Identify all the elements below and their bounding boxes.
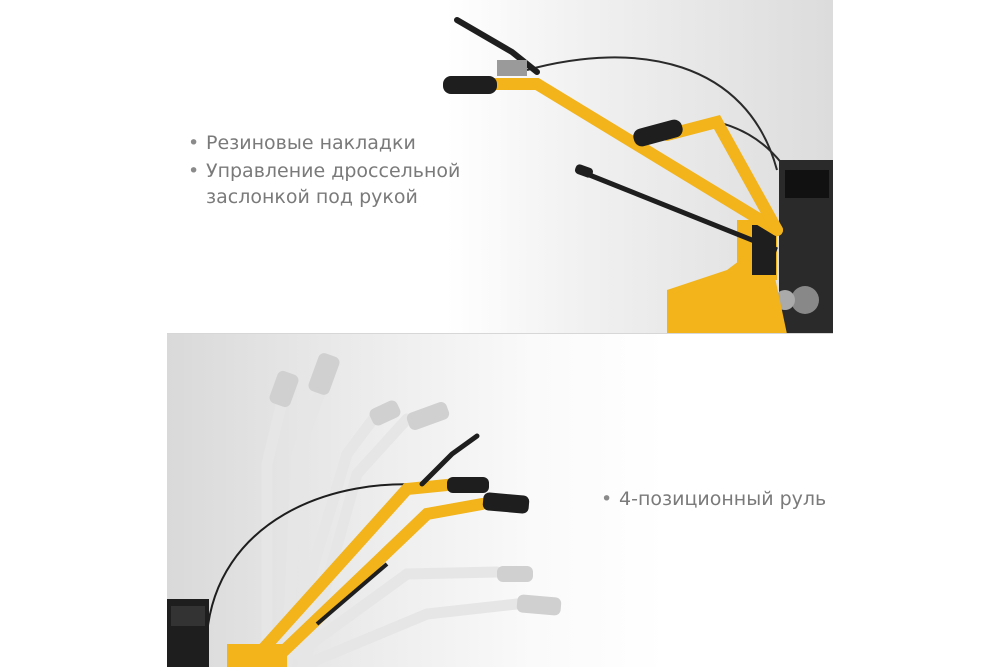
throttle-lever: [454, 17, 540, 76]
engine-block: [775, 160, 833, 334]
upper-grip: [443, 76, 497, 94]
top-feature-list: Резиновые накладки Управление дроссельно…: [188, 130, 488, 212]
lower-grip: [482, 492, 530, 514]
adjustable-handle-positions-illustration: [167, 353, 562, 667]
bottom-feature-list: 4-позиционный руль: [601, 486, 861, 514]
engine-block: [167, 599, 209, 667]
upper-grip: [447, 477, 489, 493]
tiller-handle-closeup-illustration: [443, 17, 833, 334]
feature-throttle-control: Управление дроссельной заслонкой под рук…: [188, 158, 488, 210]
throttle-lever: [419, 433, 480, 487]
lower-grip: [633, 119, 683, 147]
feature-4-position-handle: 4-позиционный руль: [601, 486, 861, 512]
ghost-handle-positions: [261, 368, 523, 667]
feature-rubber-grips: Резиновые накладки: [188, 130, 488, 156]
section-divider: [167, 333, 833, 334]
